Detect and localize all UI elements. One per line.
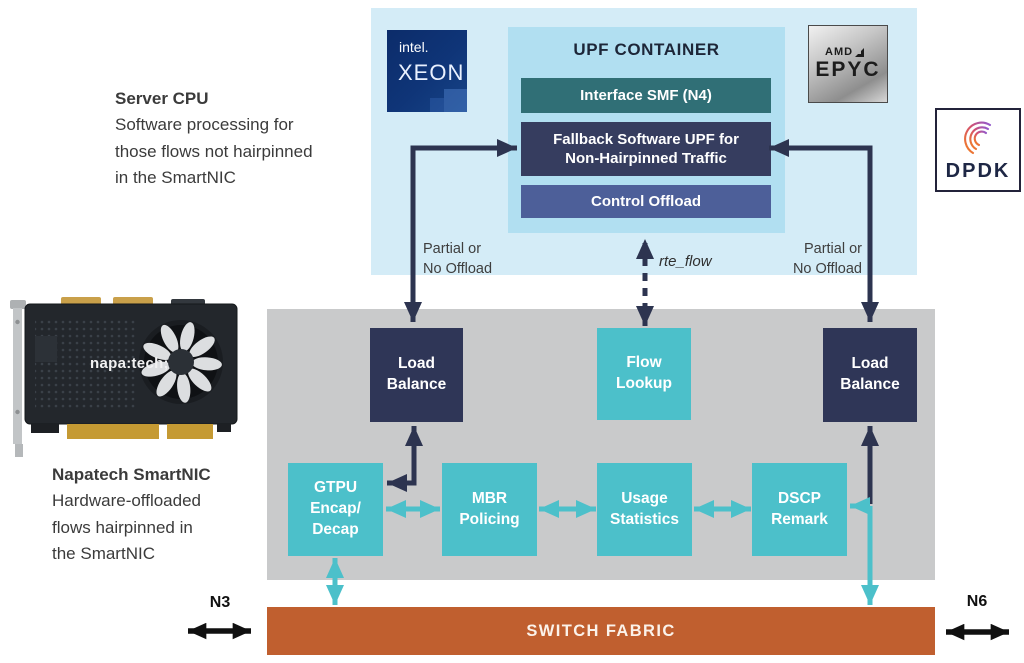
server-cpu-annotation: Server CPU Software processing for those… [115,86,355,191]
amd-arrow-icon [855,47,865,57]
control-offload-box: Control Offload [521,185,771,218]
intel-badge-decor2 [430,98,444,112]
n6-label: N6 [966,593,988,610]
smartnic-annotation: Napatech SmartNIC Hardware-offloaded flo… [52,462,272,567]
dpdk-logo: DPDK [935,108,1021,192]
server-cpu-description: Software processing for those flows not … [115,115,313,188]
interface-smf-box: Interface SMF (N4) [521,78,771,113]
switch-fabric-bar: SWITCH FABRIC [267,607,935,655]
partial-offload-label-right: Partial or No Offload [792,241,862,277]
xeon-product-text: XEON [398,60,465,85]
load-balance-left-box: Load Balance [370,328,463,422]
napatech-card-wordmark: napa:tech; [90,355,169,372]
n3-label: N3 [209,594,231,611]
intel-brand-text: intel. [399,39,429,55]
napatech-smartnic-photo [10,297,238,457]
smartnic-description: Hardware-offloaded flows hairpinned in t… [52,491,201,564]
smartnic-title: Napatech SmartNIC [52,465,211,484]
usage-statistics-box: Usage Statistics [597,463,692,556]
intel-xeon-logo: intel. XEON [387,30,467,112]
fallback-upf-box: Fallback Software UPF for Non-Hairpinned… [521,122,771,176]
load-balance-right-box: Load Balance [823,328,917,422]
rte-flow-label: rte_flow [659,253,712,270]
mbr-policing-box: MBR Policing [442,463,537,556]
intel-badge-decor [444,89,467,112]
upf-container-title: UPF CONTAINER [573,40,720,59]
dscp-remark-box: DSCP Remark [752,463,847,556]
gtpu-encap-decap-box: GTPU Encap/ Decap [288,463,383,556]
amd-epyc-logo: AMD EPYC [808,25,888,103]
server-cpu-title: Server CPU [115,89,209,108]
upf-container: UPF CONTAINER Interface SMF (N4) Fallbac… [508,27,785,233]
dpdk-swirl-icon [959,121,992,154]
epyc-product-text: EPYC [815,58,881,81]
dpdk-label-text: DPDK [945,159,1011,182]
partial-offload-label-left: Partial or No Offload [423,241,493,277]
amd-brand-text: AMD [825,46,854,58]
flow-lookup-box: Flow Lookup [597,328,691,420]
